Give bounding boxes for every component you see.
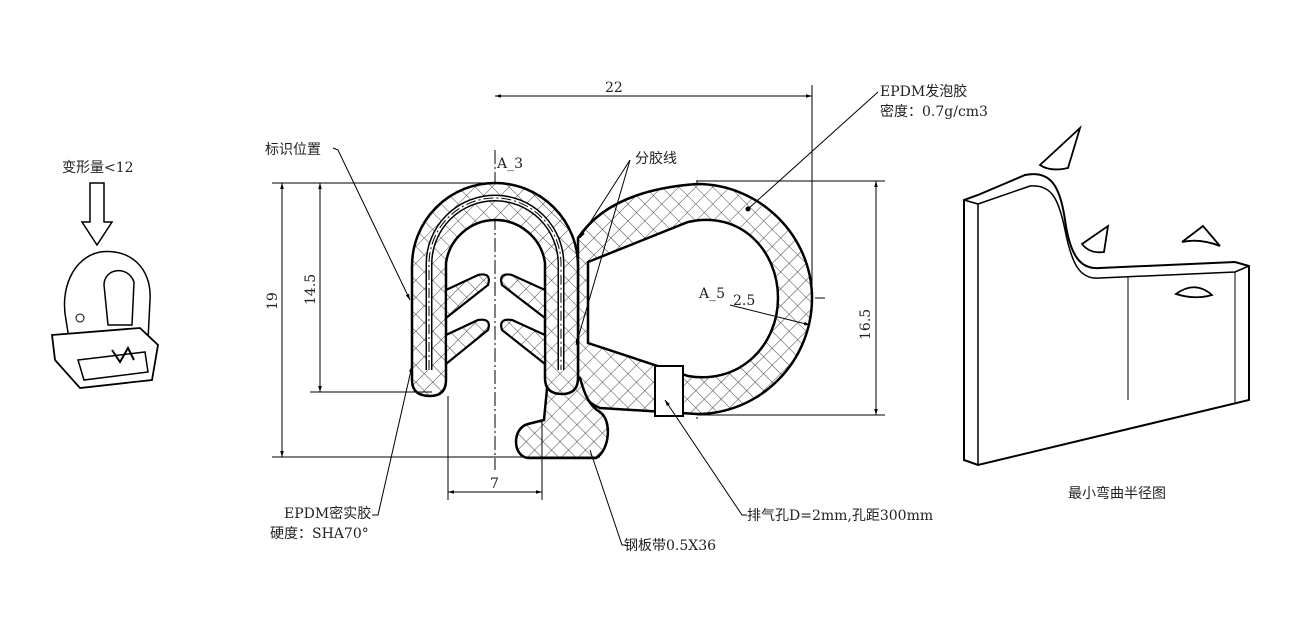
deformation-icon: 变形量<12 bbox=[50, 160, 159, 389]
dim-height-u: 14.5 bbox=[303, 274, 319, 305]
label-marking-position: 标识位置 bbox=[265, 142, 321, 158]
label-foam-material: EPDM发泡胶 bbox=[880, 83, 967, 100]
center-label-a5: A_5 bbox=[698, 286, 725, 302]
dim-height-bulb: 16.5 bbox=[858, 309, 874, 340]
label-solid-hardness: 硬度：SHA70° bbox=[270, 526, 369, 542]
vent-hole bbox=[654, 365, 684, 417]
dim-wall: 2.5 bbox=[733, 293, 755, 309]
dim-height-total: 19 bbox=[265, 292, 281, 310]
center-label-a3: A_3 bbox=[496, 156, 523, 172]
label-solid-material: EPDM密实胶 bbox=[284, 505, 371, 522]
deformation-label: 变形量<12 bbox=[62, 160, 134, 176]
dimensions: 22 19 14.5 16.5 7 2.5 A_3 A_5 bbox=[265, 80, 885, 500]
bend-arrow-icon bbox=[1080, 224, 1110, 254]
bend-arrow-icon bbox=[1174, 286, 1214, 299]
seal-profile-section bbox=[410, 181, 814, 460]
callouts: 标识位置 分胶线 EPDM发泡胶 密度：0.7g/cm3 EPDM密实胶 硬度：… bbox=[265, 83, 988, 554]
min-bend-radius-figure: 最小弯曲半径图 bbox=[963, 125, 1250, 502]
press-arrow-icon bbox=[80, 182, 114, 247]
label-vent-hole: 排气孔D=2mm,孔距300mm bbox=[747, 508, 933, 524]
dim-foot: 7 bbox=[490, 476, 499, 492]
dim-width: 22 bbox=[605, 80, 623, 96]
bend-arrow-icon bbox=[1038, 125, 1082, 171]
bend-figure-caption: 最小弯曲半径图 bbox=[1068, 485, 1166, 502]
label-steel-band: 钢板带0.5X36 bbox=[624, 538, 716, 554]
label-parting-line: 分胶线 bbox=[635, 150, 677, 167]
bend-arrow-icon bbox=[1181, 224, 1221, 247]
label-foam-density: 密度：0.7g/cm3 bbox=[880, 103, 988, 120]
